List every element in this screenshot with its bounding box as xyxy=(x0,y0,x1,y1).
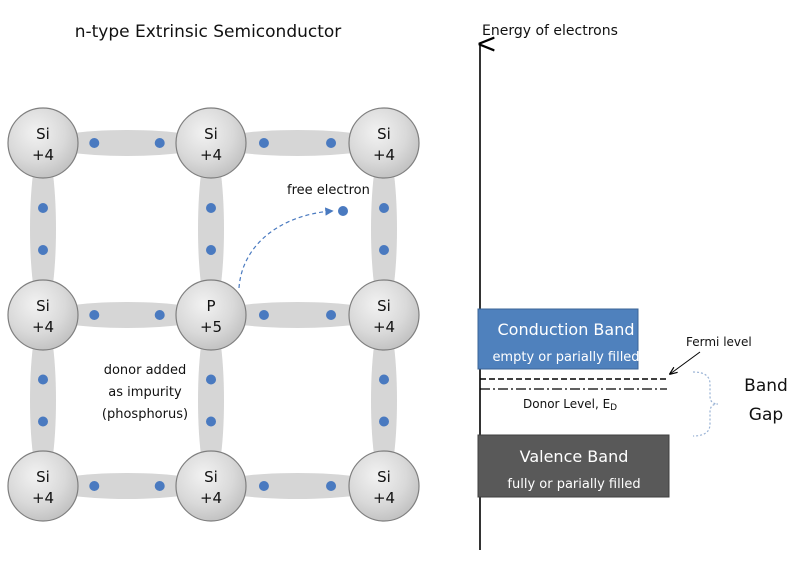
atom-circle xyxy=(348,450,420,522)
donor-level-subscript: D xyxy=(610,403,617,413)
atom-charge: +4 xyxy=(32,146,54,164)
bond-electron xyxy=(379,374,389,385)
bond-electron xyxy=(326,481,337,491)
conduction-band-subtitle: empty or parially filled xyxy=(492,350,639,365)
atom-charge: +4 xyxy=(373,318,395,336)
bond-horizontal xyxy=(211,302,384,328)
bond-electron xyxy=(154,481,165,491)
free-electron-label: free electron xyxy=(287,183,370,198)
bond-electron xyxy=(38,245,48,255)
atom-symbol: Si xyxy=(204,125,218,143)
atom-circle xyxy=(175,279,247,351)
bond-horizontal xyxy=(43,302,211,328)
bond-electron xyxy=(206,374,216,385)
bond-electron xyxy=(89,310,100,320)
bond-electron xyxy=(379,416,389,427)
bond-horizontal xyxy=(43,473,211,499)
bond-electron xyxy=(206,203,216,213)
donor-note-line-1: donor added xyxy=(104,363,187,378)
atom-circle xyxy=(348,107,420,179)
band-gap-label-line-2: Gap xyxy=(749,405,783,425)
bond-electron xyxy=(89,481,100,491)
bond-electron xyxy=(89,138,100,148)
atom-circle xyxy=(175,450,247,522)
bond-horizontal xyxy=(211,473,384,499)
atom-lattice: Si+4Si+4Si+4Si+4P+5Si+4Si+4Si+4Si+4 xyxy=(7,107,420,522)
donor-level-label: Donor Level, ED xyxy=(523,397,617,413)
atom-symbol: P xyxy=(206,297,215,315)
atom-circle xyxy=(7,107,79,179)
bond-vertical xyxy=(371,143,397,315)
atom-charge: +4 xyxy=(32,318,54,336)
bond-electron xyxy=(38,416,48,427)
bond-electron xyxy=(258,138,269,148)
band-gap-brace xyxy=(692,371,719,437)
valence-band-subtitle: fully or parially filled xyxy=(507,477,640,492)
silicon-atom: Si +4 xyxy=(7,279,79,351)
bond-electron xyxy=(258,310,269,320)
atom-symbol: Si xyxy=(377,468,391,486)
atom-charge: +5 xyxy=(200,318,222,336)
energy-axis-label: Energy of electrons xyxy=(482,23,618,39)
fermi-level-label: Fermi level xyxy=(686,335,752,349)
bond-electron xyxy=(379,203,389,213)
atom-symbol: Si xyxy=(36,297,50,315)
atom-circle xyxy=(348,279,420,351)
atom-symbol: Si xyxy=(204,468,218,486)
atom-circle xyxy=(7,450,79,522)
fermi-level-arrow xyxy=(670,351,701,374)
donor-level-text: Donor Level, E xyxy=(523,397,610,411)
bond-electron xyxy=(258,481,269,491)
bond-vertical xyxy=(198,143,224,315)
atom-charge: +4 xyxy=(373,489,395,507)
atom-charge: +4 xyxy=(200,489,222,507)
atom-symbol: Si xyxy=(36,468,50,486)
bond-vertical xyxy=(30,315,56,486)
bond-vertical xyxy=(30,143,56,315)
conduction-band-title: Conduction Band xyxy=(497,320,634,339)
conduction-band xyxy=(477,308,639,370)
bond-electron xyxy=(38,374,48,385)
atom-circle xyxy=(7,279,79,351)
atom-symbol: Si xyxy=(377,297,391,315)
bond-electron xyxy=(154,138,165,148)
phosphorus-atom: P +5 xyxy=(175,279,247,351)
bond-horizontal xyxy=(211,130,384,156)
valence-band-title: Valence Band xyxy=(520,447,629,466)
valence-band xyxy=(477,434,670,498)
bond-electron xyxy=(206,245,216,255)
atom-symbol: Si xyxy=(377,125,391,143)
atom-circle xyxy=(175,107,247,179)
bond-electron xyxy=(379,245,389,255)
silicon-atom: Si +4 xyxy=(348,107,420,179)
free-electron-path xyxy=(238,207,334,289)
covalent-bonds xyxy=(30,130,397,499)
bond-vertical xyxy=(371,315,397,486)
silicon-atom: Si +4 xyxy=(175,450,247,522)
diagram-title: n-type Extrinsic Semiconductor xyxy=(75,22,342,42)
donor-note-line-2: as impurity xyxy=(108,385,182,400)
bond-electron xyxy=(326,310,337,320)
atom-symbol: Si xyxy=(36,125,50,143)
bond-electron xyxy=(206,416,216,427)
silicon-atom: Si +4 xyxy=(7,450,79,522)
bond-horizontal xyxy=(43,130,211,156)
bond-electron xyxy=(154,310,165,320)
silicon-atom: Si +4 xyxy=(7,107,79,179)
donor-note-line-3: (phosphorus) xyxy=(102,407,188,422)
bond-vertical xyxy=(198,315,224,486)
atom-charge: +4 xyxy=(373,146,395,164)
atom-charge: +4 xyxy=(200,146,222,164)
silicon-atom: Si +4 xyxy=(348,450,420,522)
free-electron xyxy=(338,206,348,216)
bond-electron xyxy=(326,138,337,148)
silicon-atom: Si +4 xyxy=(175,107,247,179)
atom-charge: +4 xyxy=(32,489,54,507)
bond-electron xyxy=(38,203,48,213)
band-gap-label-line-1: Band xyxy=(744,376,788,396)
silicon-atom: Si +4 xyxy=(348,279,420,351)
